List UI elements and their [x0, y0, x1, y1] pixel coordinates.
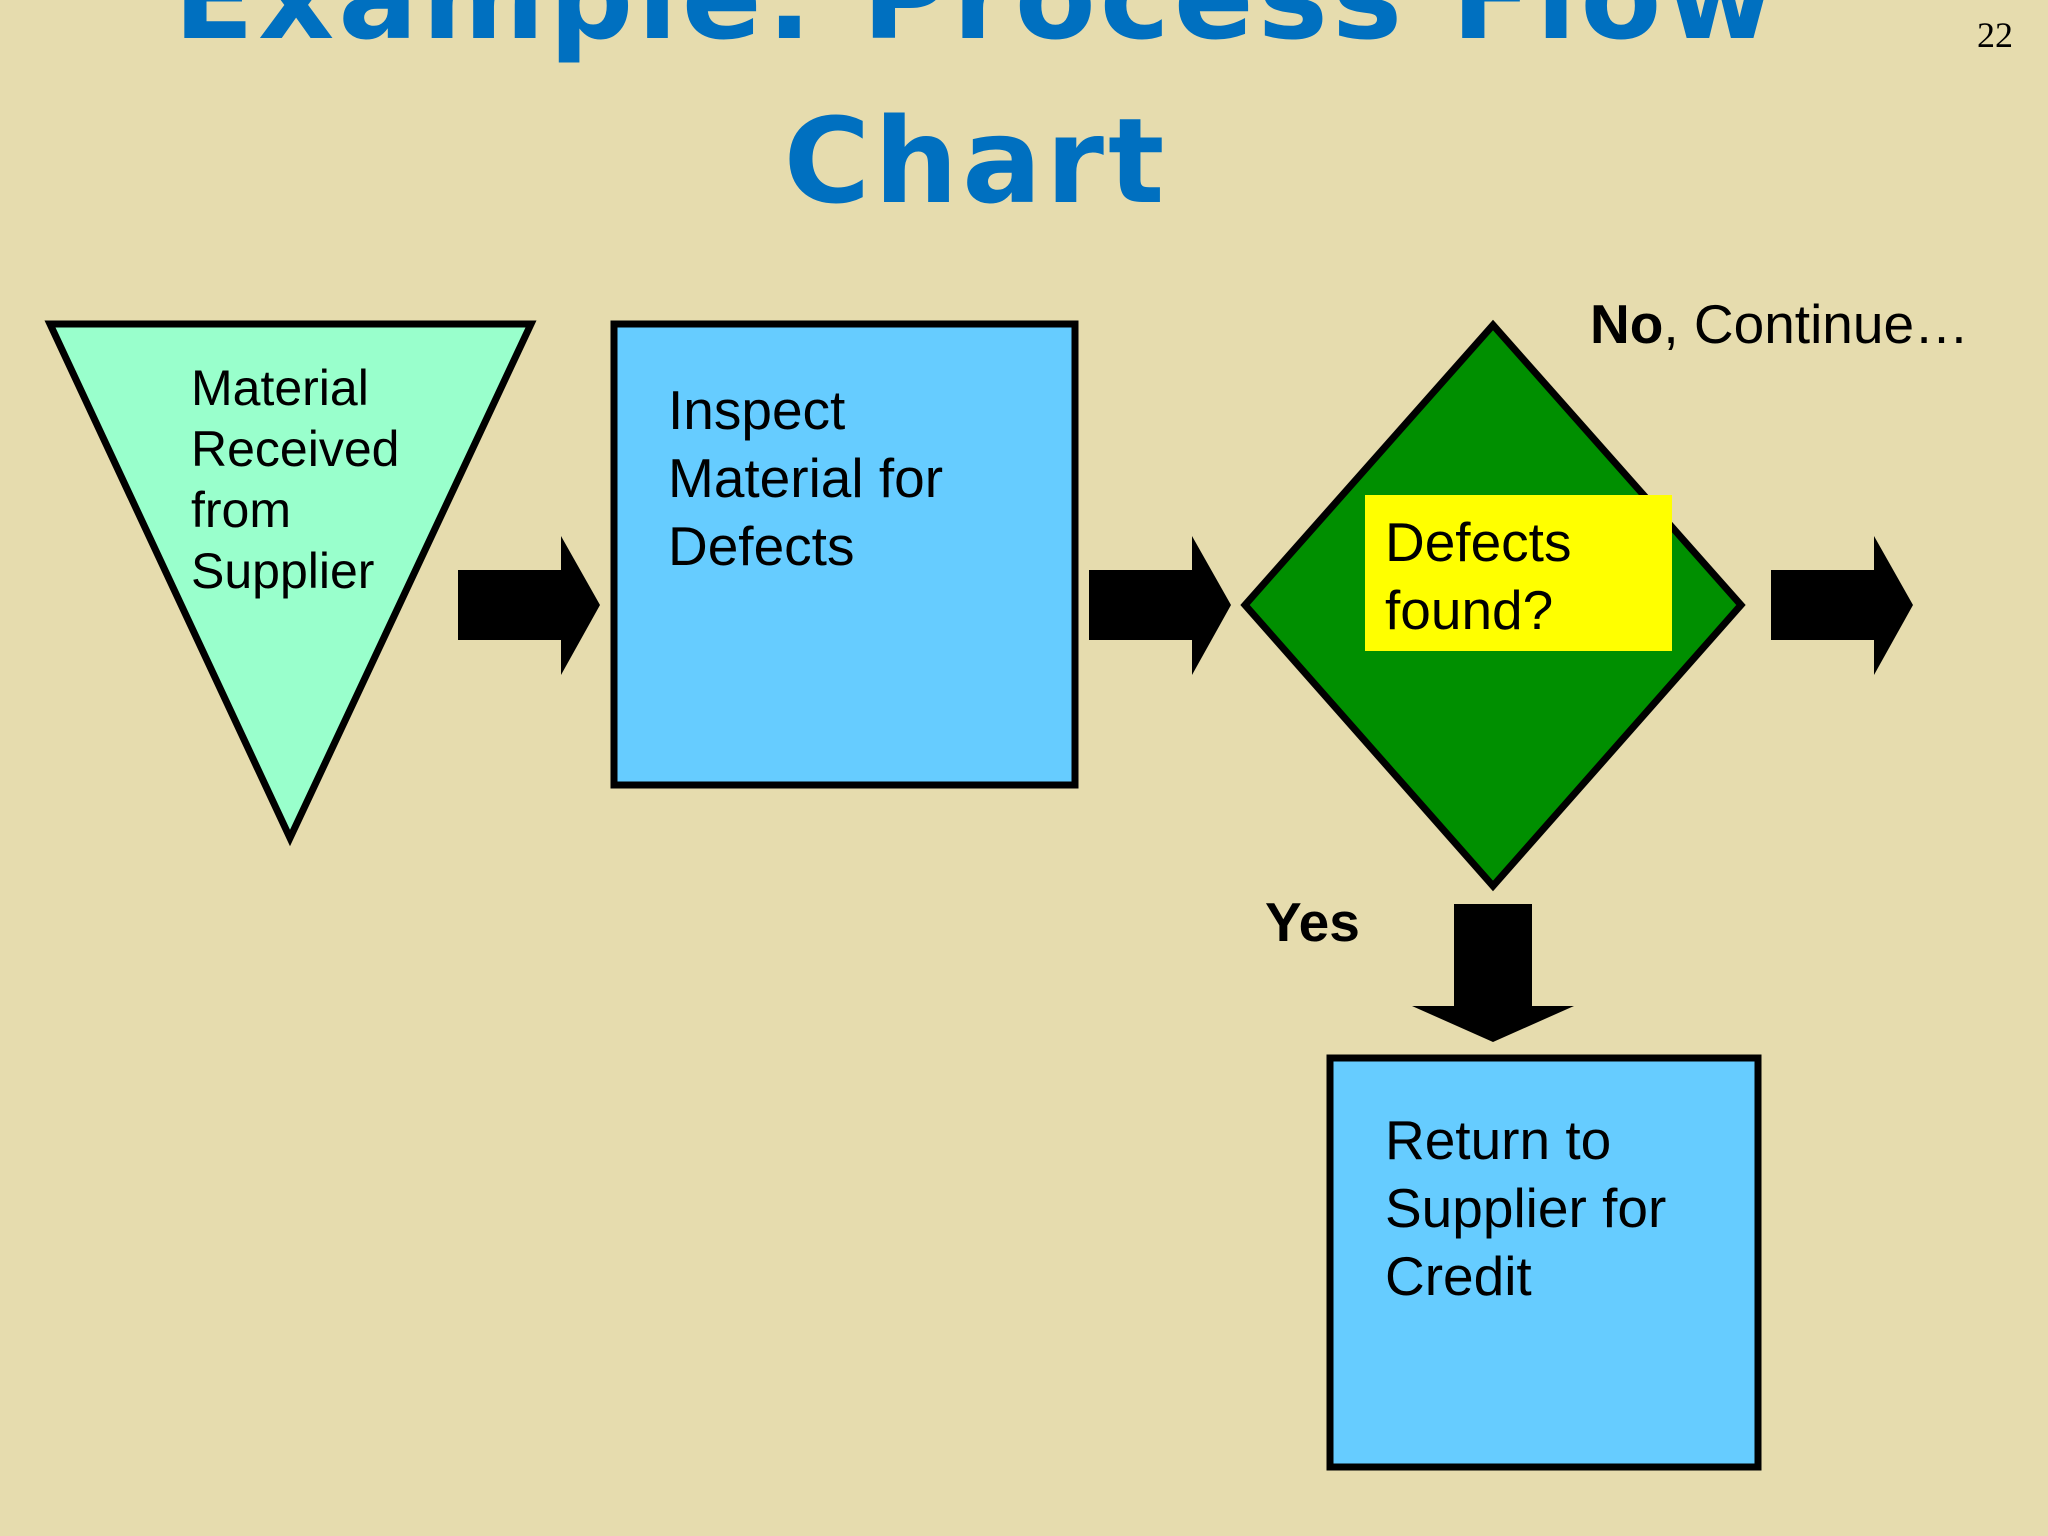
- inspect-box-label: Inspect Material for Defects: [668, 379, 944, 577]
- decision-label: Defects found?: [1385, 511, 1572, 641]
- slide-title-line-1: Example: Process Flow: [0, 0, 2000, 56]
- start-triangle-shape: [44, 320, 537, 847]
- slide-title-line-2: Chart: [783, 92, 1169, 230]
- no-branch-bold: No: [1590, 293, 1664, 355]
- arrow-right-3: [1771, 536, 1913, 675]
- arrow-right-2: [1089, 536, 1231, 675]
- no-branch-label: No, Continue…: [1590, 290, 1969, 358]
- inspect-box-shape: [610, 320, 1079, 789]
- start-triangle-label: Material Received from Supplier: [191, 360, 400, 599]
- return-box-shape: [1326, 1054, 1762, 1471]
- page-number: 22: [1977, 15, 2013, 55]
- return-box-label: Return to Supplier for Credit: [1385, 1109, 1667, 1307]
- decision-highlight: [1365, 495, 1672, 651]
- arrow-right-1: [458, 536, 600, 675]
- arrow-down-yes: [1412, 904, 1574, 1042]
- no-branch-rest: , Continue…: [1663, 293, 1970, 355]
- yes-branch-label: Yes: [1265, 891, 1360, 953]
